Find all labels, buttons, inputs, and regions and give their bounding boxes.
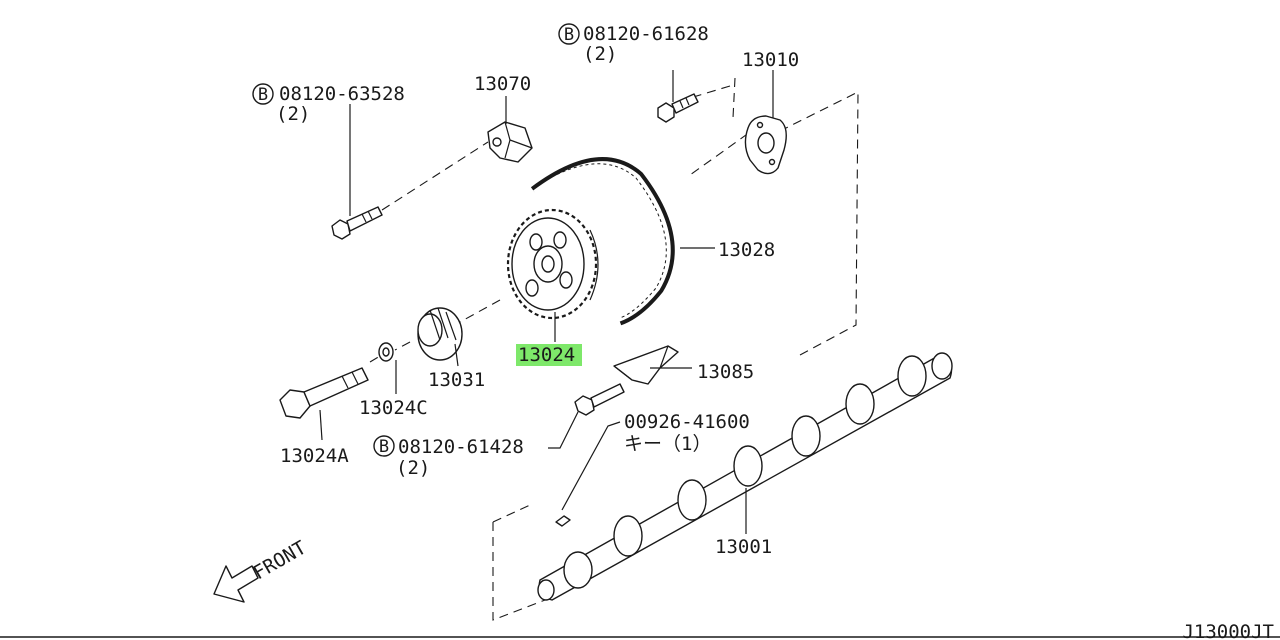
label-bolt-left-qty: (2) — [276, 103, 310, 125]
label-gasket: 13010 — [742, 49, 799, 71]
bolt-13024a — [279, 367, 369, 419]
label-key: 00926-41600 — [624, 411, 750, 433]
label-sprocket-bolt: 13024A — [280, 445, 349, 467]
bolt-marker-top — [558, 23, 580, 45]
labels: B 08120-61628 (2) B 08120-63528 (2) 1307… — [252, 23, 799, 558]
label-bolt-bottom: 08120-61428 — [398, 436, 524, 458]
chain-tensioner-13070 — [487, 121, 533, 163]
label-key-qty: キー（1） — [624, 433, 711, 455]
label-bolt-left: 08120-63528 — [279, 83, 405, 105]
label-bolt-top-qty: (2) — [583, 43, 617, 65]
timing-chain-13028 — [530, 157, 675, 326]
label-gear: 13031 — [428, 369, 485, 391]
leader-lines — [319, 70, 774, 534]
chain-guide-13085 — [613, 345, 679, 385]
bolt-marker-bottom-letter: B — [379, 437, 389, 457]
diagram-code: J13000JT — [1182, 621, 1274, 640]
bolt-marker-left — [252, 83, 274, 105]
gear-13031 — [417, 307, 463, 361]
camshaft-13001 — [537, 352, 953, 601]
woodruff-key — [555, 515, 571, 527]
bolt-61628 — [657, 93, 699, 123]
label-sprocket: 13024 — [518, 344, 575, 366]
label-bolt-top: 08120-61628 — [583, 23, 709, 45]
bolt-marker-left-letter: B — [258, 85, 268, 105]
highlight-13024 — [516, 344, 582, 366]
label-washer: 13024C — [359, 397, 428, 419]
washer-13024c — [378, 342, 394, 362]
sprocket-13024 — [506, 208, 599, 320]
bolt-marker-bottom — [373, 435, 395, 457]
label-bolt-bottom-qty: (2) — [396, 457, 430, 479]
label-chain-tensioner: 13070 — [474, 73, 531, 95]
bolt-61428 — [574, 383, 625, 416]
label-camshaft: 13001 — [715, 536, 772, 558]
bolt-63528 — [331, 206, 383, 240]
front-label: FRONT — [250, 537, 311, 585]
front-arrow-icon — [213, 565, 259, 603]
bolt-marker-top-letter: B — [564, 25, 574, 45]
gasket-13010 — [744, 115, 787, 175]
label-chain-guide: 13085 — [697, 361, 754, 383]
label-timing-chain: 13028 — [718, 239, 775, 261]
